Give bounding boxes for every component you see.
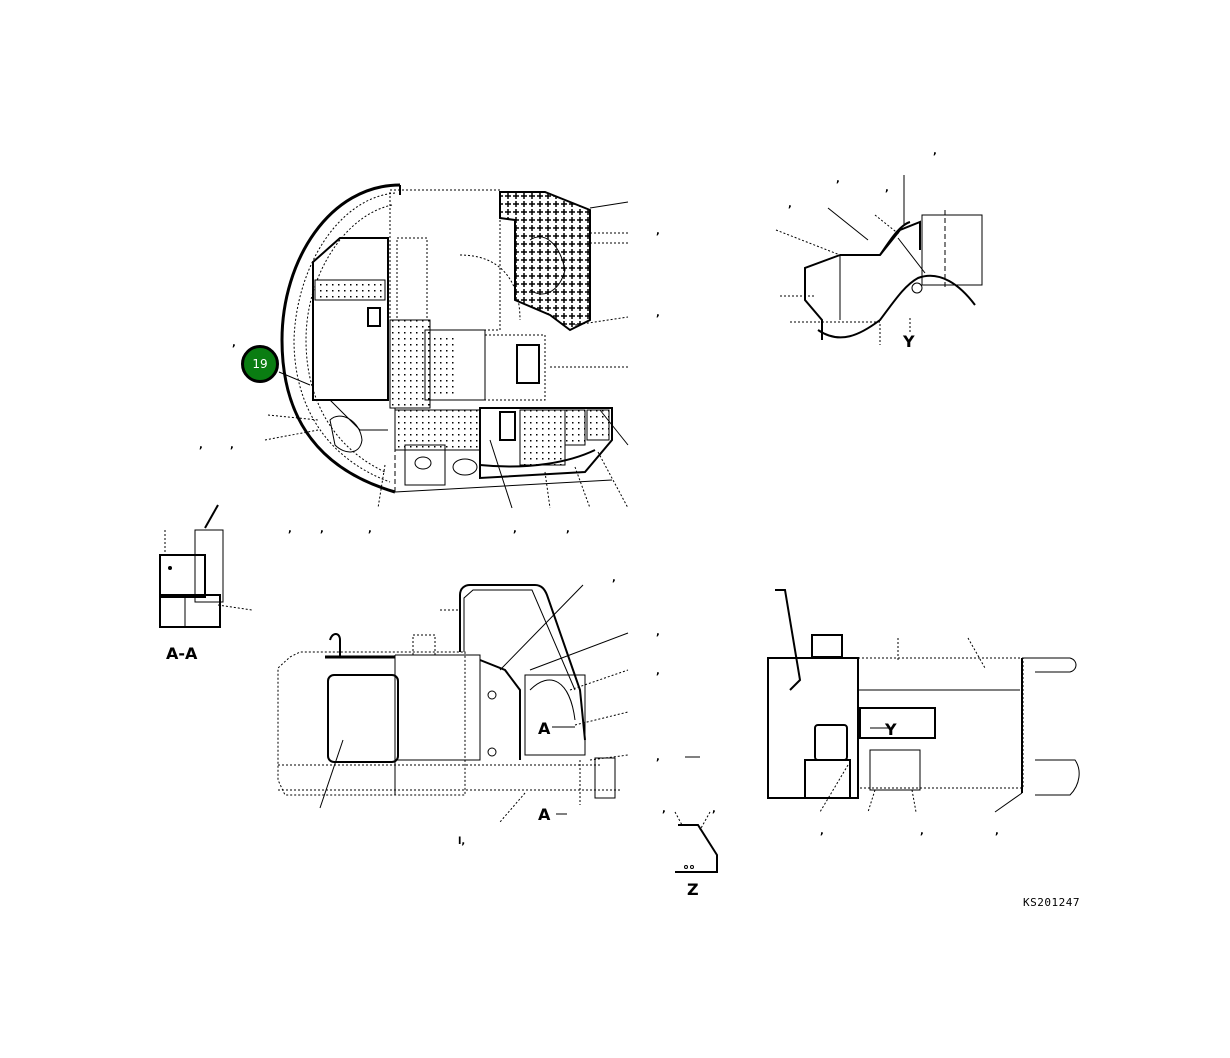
- leader-tick-mark: ,: [656, 666, 660, 677]
- drawing-number: KS201247: [1023, 896, 1080, 909]
- leader-tick-mark: ,: [920, 826, 924, 837]
- top-view: [264, 183, 629, 509]
- leader-tick-mark: ,: [885, 183, 889, 194]
- leader-tick-mark: ,: [656, 627, 660, 638]
- view-y-label: Y: [903, 332, 915, 351]
- leader-tick-mark: ,: [368, 524, 372, 535]
- right-side-view: [767, 589, 1080, 813]
- detail-y-view: [775, 175, 983, 345]
- leader-tick-mark: ,: [656, 308, 660, 319]
- leader-tick-mark: ,: [836, 174, 840, 185]
- leader-tick-mark: ,: [320, 524, 324, 535]
- leader-tick-mark: l,: [458, 836, 466, 847]
- leader-tick-mark: ,: [230, 440, 234, 451]
- view-y-arrow-label: Y: [885, 720, 897, 739]
- leader-tick-mark: ,: [788, 199, 792, 210]
- leader-tick-mark: ,: [933, 146, 937, 157]
- leader-tick-mark: ,: [662, 804, 666, 815]
- leader-tick-mark: ,: [656, 752, 660, 763]
- leader-tick-mark: ,: [995, 826, 999, 837]
- section-aa-label: A-A: [166, 644, 198, 663]
- leader-tick-mark: ,: [199, 440, 203, 451]
- leader-tick-mark: ,: [232, 338, 236, 349]
- section-a-lower-label: A: [538, 805, 551, 824]
- left-side-view: [277, 584, 700, 823]
- view-z-label: Z: [687, 880, 699, 899]
- leader-tick-mark: ,: [820, 826, 824, 837]
- detail-z-view: [674, 811, 718, 873]
- leader-tick-mark: ,: [612, 573, 616, 584]
- section-a-upper-label: A: [538, 719, 551, 738]
- leader-tick-mark: ,: [712, 804, 716, 815]
- leader-tick-mark: ,: [288, 524, 292, 535]
- leader-tick-mark: ,: [513, 524, 517, 535]
- leader-tick-mark: ,: [656, 226, 660, 237]
- callout-badge-19[interactable]: 19: [241, 345, 279, 383]
- section-aa-view: [159, 504, 253, 628]
- leader-tick-mark: ,: [566, 524, 570, 535]
